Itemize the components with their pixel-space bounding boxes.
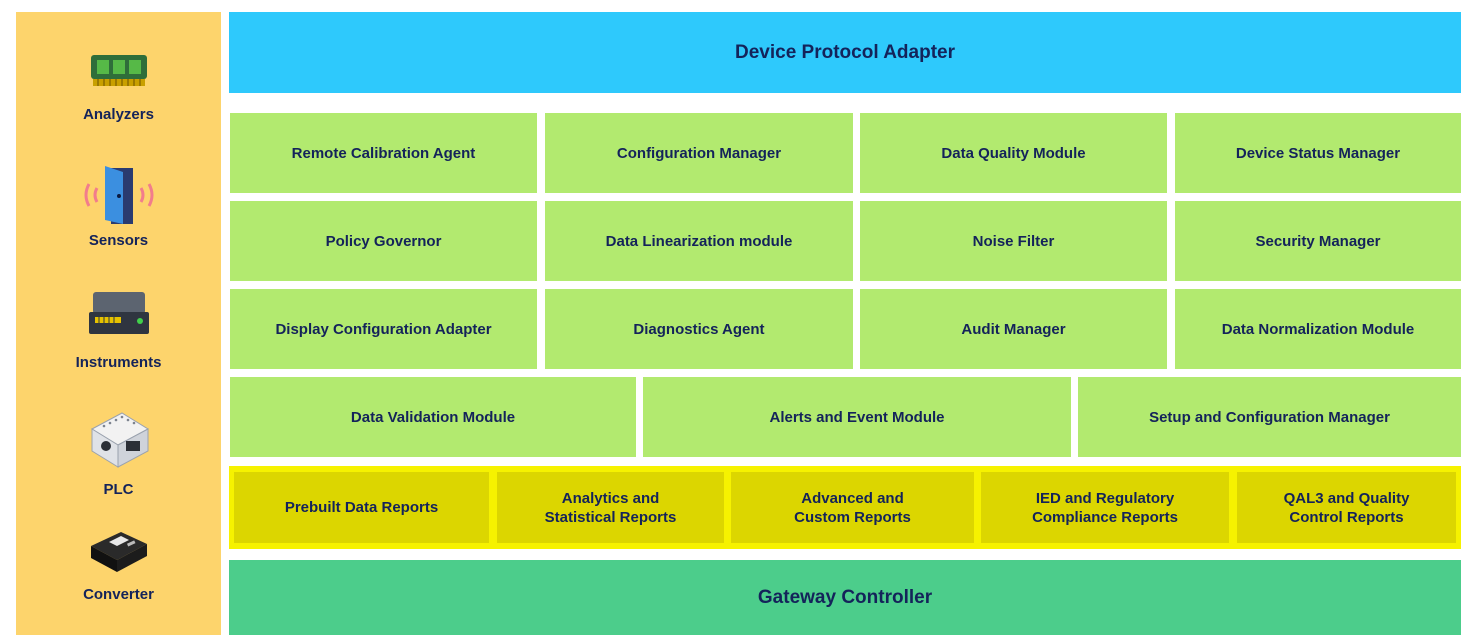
gateway-controller: Gateway Controller <box>229 560 1461 635</box>
module-label: Data Linearization module <box>605 232 793 250</box>
gateway-controller-label: Gateway Controller <box>757 586 933 608</box>
converter-label: Converter <box>83 586 154 603</box>
instrument-box-icon <box>16 290 221 348</box>
converter-chip-icon <box>16 526 221 576</box>
report-advanced-custom: Advanced and Custom Reports <box>731 472 974 543</box>
device-protocol-adapter-label: Device Protocol Adapter <box>735 41 955 63</box>
module-setup-and-configuration-manager: Setup and Configuration Manager <box>1078 377 1461 457</box>
module-label: Policy Governor <box>325 232 442 250</box>
module-label: Configuration Manager <box>616 144 782 162</box>
module-label: Security Manager <box>1255 232 1381 250</box>
report-analytics-statistical: Analytics and Statistical Reports <box>497 472 724 543</box>
module-label: Alerts and Event Module <box>769 408 945 426</box>
module-configuration-manager: Configuration Manager <box>545 113 853 193</box>
module-policy-governor: Policy Governor <box>230 201 537 281</box>
module-label: Display Configuration Adapter <box>275 320 492 338</box>
report-prebuilt-data: Prebuilt Data Reports <box>234 472 489 543</box>
report-label: QAL3 and Quality Control Reports <box>1283 489 1410 526</box>
sensor-door-icon <box>16 162 221 228</box>
device-protocol-adapter: Device Protocol Adapter <box>229 12 1461 93</box>
module-diagnostics-agent: Diagnostics Agent <box>545 289 853 369</box>
report-label: Analytics and Statistical Reports <box>544 489 677 526</box>
module-label: Diagnostics Agent <box>633 320 765 338</box>
module-remote-calibration-agent: Remote Calibration Agent <box>230 113 537 193</box>
module-label: Noise Filter <box>972 232 1055 250</box>
module-label: Data Validation Module <box>350 408 516 426</box>
module-label: Audit Manager <box>961 320 1066 338</box>
module-alerts-and-event: Alerts and Event Module <box>643 377 1071 457</box>
module-security-manager: Security Manager <box>1175 201 1461 281</box>
module-label: Device Status Manager <box>1235 144 1401 162</box>
module-data-quality: Data Quality Module <box>860 113 1167 193</box>
module-device-status-manager: Device Status Manager <box>1175 113 1461 193</box>
report-label: IED and Regulatory Compliance Reports <box>1032 489 1178 526</box>
module-data-linearization: Data Linearization module <box>545 201 853 281</box>
module-noise-filter: Noise Filter <box>860 201 1167 281</box>
report-label: Advanced and Custom Reports <box>794 489 911 526</box>
device-sidebar: Analyzers Sensors Instruments <box>16 12 221 635</box>
module-data-validation: Data Validation Module <box>230 377 636 457</box>
plc-controller-icon <box>16 405 221 471</box>
module-data-normalization: Data Normalization Module <box>1175 289 1461 369</box>
instruments-label: Instruments <box>75 354 162 371</box>
module-label: Setup and Configuration Manager <box>1149 408 1390 426</box>
module-audit-manager: Audit Manager <box>860 289 1167 369</box>
module-display-configuration-adapter: Display Configuration Adapter <box>230 289 537 369</box>
report-qal3-quality-control: QAL3 and Quality Control Reports <box>1237 472 1456 543</box>
report-label: Prebuilt Data Reports <box>284 499 439 516</box>
module-label: Data Normalization Module <box>1221 320 1415 338</box>
memory-module-icon <box>16 52 221 92</box>
module-label: Remote Calibration Agent <box>291 144 476 162</box>
report-ied-regulatory-compliance: IED and Regulatory Compliance Reports <box>981 472 1229 543</box>
plc-label: PLC <box>103 481 134 498</box>
sensors-label: Sensors <box>88 232 149 249</box>
module-label: Data Quality Module <box>941 144 1086 162</box>
analyzers-label: Analyzers <box>83 106 154 123</box>
